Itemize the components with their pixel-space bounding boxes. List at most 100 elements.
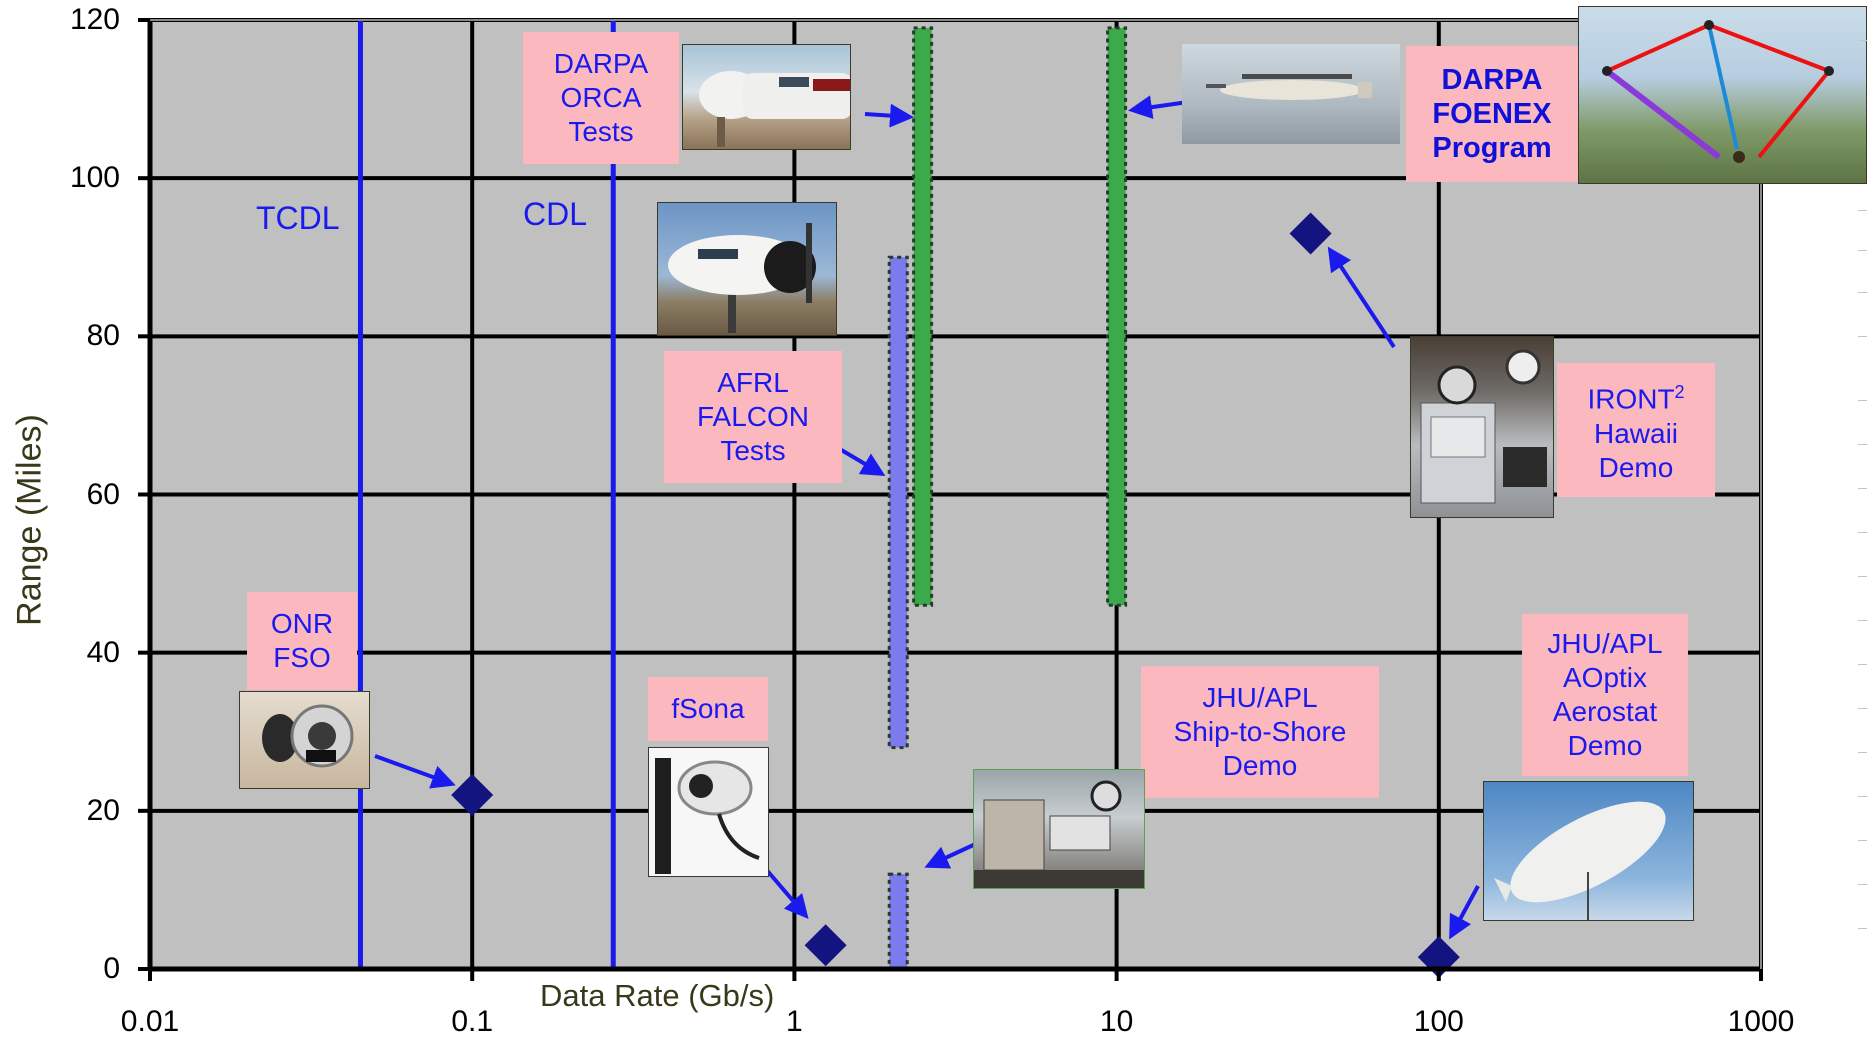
network-diagram-drawing: [1602, 20, 1834, 163]
tcdl-label: TCDL: [256, 200, 340, 236]
x-tick-label: 0.1: [451, 1005, 494, 1038]
iront-label-line: Demo: [1598, 451, 1674, 483]
range-bar: [1106, 26, 1128, 607]
edge-rule: [1858, 400, 1867, 401]
iront-label-box: IRONT2 Hawaii Demo: [1557, 363, 1715, 497]
ship-label-line: Ship-to-Shore: [1173, 716, 1347, 747]
fsona-label: fSona: [671, 693, 745, 724]
orca-label-line: Tests: [568, 116, 634, 147]
edge-rule: [1858, 752, 1867, 753]
iront-label-main: IRONT: [1587, 383, 1675, 415]
fsona-label-box: fSona: [648, 677, 768, 741]
aoptix-label-line: AOptix: [1562, 662, 1648, 693]
y-tick-label: 80: [86, 319, 120, 353]
aircraft-nose-icon: [682, 44, 851, 150]
falcon-label-box: AFRL FALCON Tests: [664, 351, 842, 483]
annotation-arrow: [836, 446, 886, 477]
y-axis-label: Range (Miles): [10, 414, 49, 626]
equipment-rack-icon: [1410, 336, 1554, 518]
aoptix-label-line: JHU/APL: [1547, 628, 1663, 659]
twin-otter-aircraft-icon: [1182, 44, 1400, 144]
edge-rule: [1858, 40, 1867, 41]
onr-label-line: FSO: [273, 642, 331, 673]
iront-label-line: IRONT2: [1563, 375, 1709, 416]
optical-terminal-drawing: [262, 704, 354, 768]
edge-rule: [1858, 840, 1867, 841]
edge-rule: [1858, 620, 1867, 621]
turboprop-aircraft-icon: [657, 202, 837, 336]
annotation-arrow: [374, 754, 456, 789]
orca-label-line: DARPA: [553, 48, 649, 79]
x-tick-label: 0.01: [120, 1005, 180, 1038]
range-bars: [887, 26, 1128, 971]
y-tick-label: 60: [86, 477, 120, 511]
edge-rule: [1858, 250, 1867, 251]
edge-rule: [1858, 292, 1867, 293]
cdl-label: CDL: [523, 196, 588, 232]
annotation-arrow: [1327, 246, 1396, 349]
onr-label-box: ONR FSO: [247, 592, 357, 690]
data-point-diamond: [804, 924, 847, 967]
aoptix-label-box: JHU/APL AOptix Aerostat Demo: [1522, 614, 1688, 776]
iront-label-sup: 2: [1674, 382, 1685, 403]
x-tick-label: 10: [1099, 1005, 1134, 1038]
x-tick-label: 1: [786, 1005, 803, 1038]
edge-rule: [1858, 444, 1867, 445]
aoptix-label-line: Aerostat: [1552, 696, 1658, 727]
foenex-label-box: DARPA FOENEX Program: [1406, 46, 1578, 182]
range-bar: [912, 26, 934, 607]
y-tick-label: 20: [86, 793, 120, 827]
reference-lines: [357, 20, 616, 969]
ship-label-line: Demo: [1222, 750, 1298, 781]
annotation-arrow: [1128, 95, 1189, 120]
aerostat-drawing: [1494, 801, 1666, 920]
ship-label-box: JHU/APL Ship-to-Shore Demo: [1141, 666, 1379, 798]
y-tick-label: 100: [69, 161, 120, 195]
range-bar: [887, 872, 909, 971]
annotation-arrow: [763, 866, 809, 920]
y-tick-label: 0: [103, 952, 120, 985]
data-point-diamond: [451, 774, 494, 817]
aoptix-label-line: Demo: [1567, 730, 1643, 761]
ship-label-line: JHU/APL: [1202, 682, 1318, 713]
annotation-arrow: [1449, 885, 1480, 940]
edge-rule: [1858, 532, 1867, 533]
turboprop-drawing: [668, 223, 816, 333]
data-points: [451, 212, 1460, 979]
data-point-diamond: [1289, 212, 1332, 255]
aerostat-icon: [1483, 781, 1694, 921]
y-tick-label: 40: [86, 635, 120, 669]
falcon-label-line: AFRL: [717, 367, 789, 398]
x-tick-label: 1000: [1727, 1005, 1795, 1038]
orca-label-box: DARPA ORCA Tests: [523, 32, 679, 164]
foenex-label-line: FOENEX: [1432, 98, 1552, 130]
twin-otter-drawing: [1206, 74, 1372, 100]
onr-label-line: ONR: [270, 608, 334, 639]
annotation-arrow: [864, 103, 914, 128]
edge-rule: [1858, 488, 1867, 489]
edge-rule: [1858, 210, 1867, 211]
aircraft-nose-drawing: [699, 71, 850, 147]
foenex-label-line: Program: [1432, 132, 1552, 164]
equipment-rack-drawing: [1420, 349, 1547, 504]
iront-label-line: Hawaii: [1593, 417, 1679, 449]
y-tick-label: 120: [69, 3, 120, 36]
x-tick-label: 100: [1413, 1005, 1464, 1038]
edge-rule: [1858, 576, 1867, 577]
airborne-network-diagram-icon: [1578, 6, 1867, 184]
x-axis-label: Data Rate (Gb/s): [540, 978, 775, 1013]
edge-rule: [1858, 796, 1867, 797]
fso-transceiver-icon: [648, 747, 769, 877]
edge-rule: [1858, 664, 1867, 665]
edge-rule: [1858, 336, 1867, 337]
shipboard-terminal-drawing: [974, 780, 1144, 888]
optical-terminal-icon: [239, 691, 370, 789]
foenex-label-line: DARPA: [1441, 64, 1543, 96]
edge-rule: [1858, 708, 1867, 709]
falcon-label-line: Tests: [720, 435, 786, 466]
edge-rule: [1858, 884, 1867, 885]
annotation-arrows: [374, 95, 1480, 940]
falcon-label-line: FALCON: [696, 401, 810, 432]
orca-label-line: ORCA: [560, 82, 642, 113]
